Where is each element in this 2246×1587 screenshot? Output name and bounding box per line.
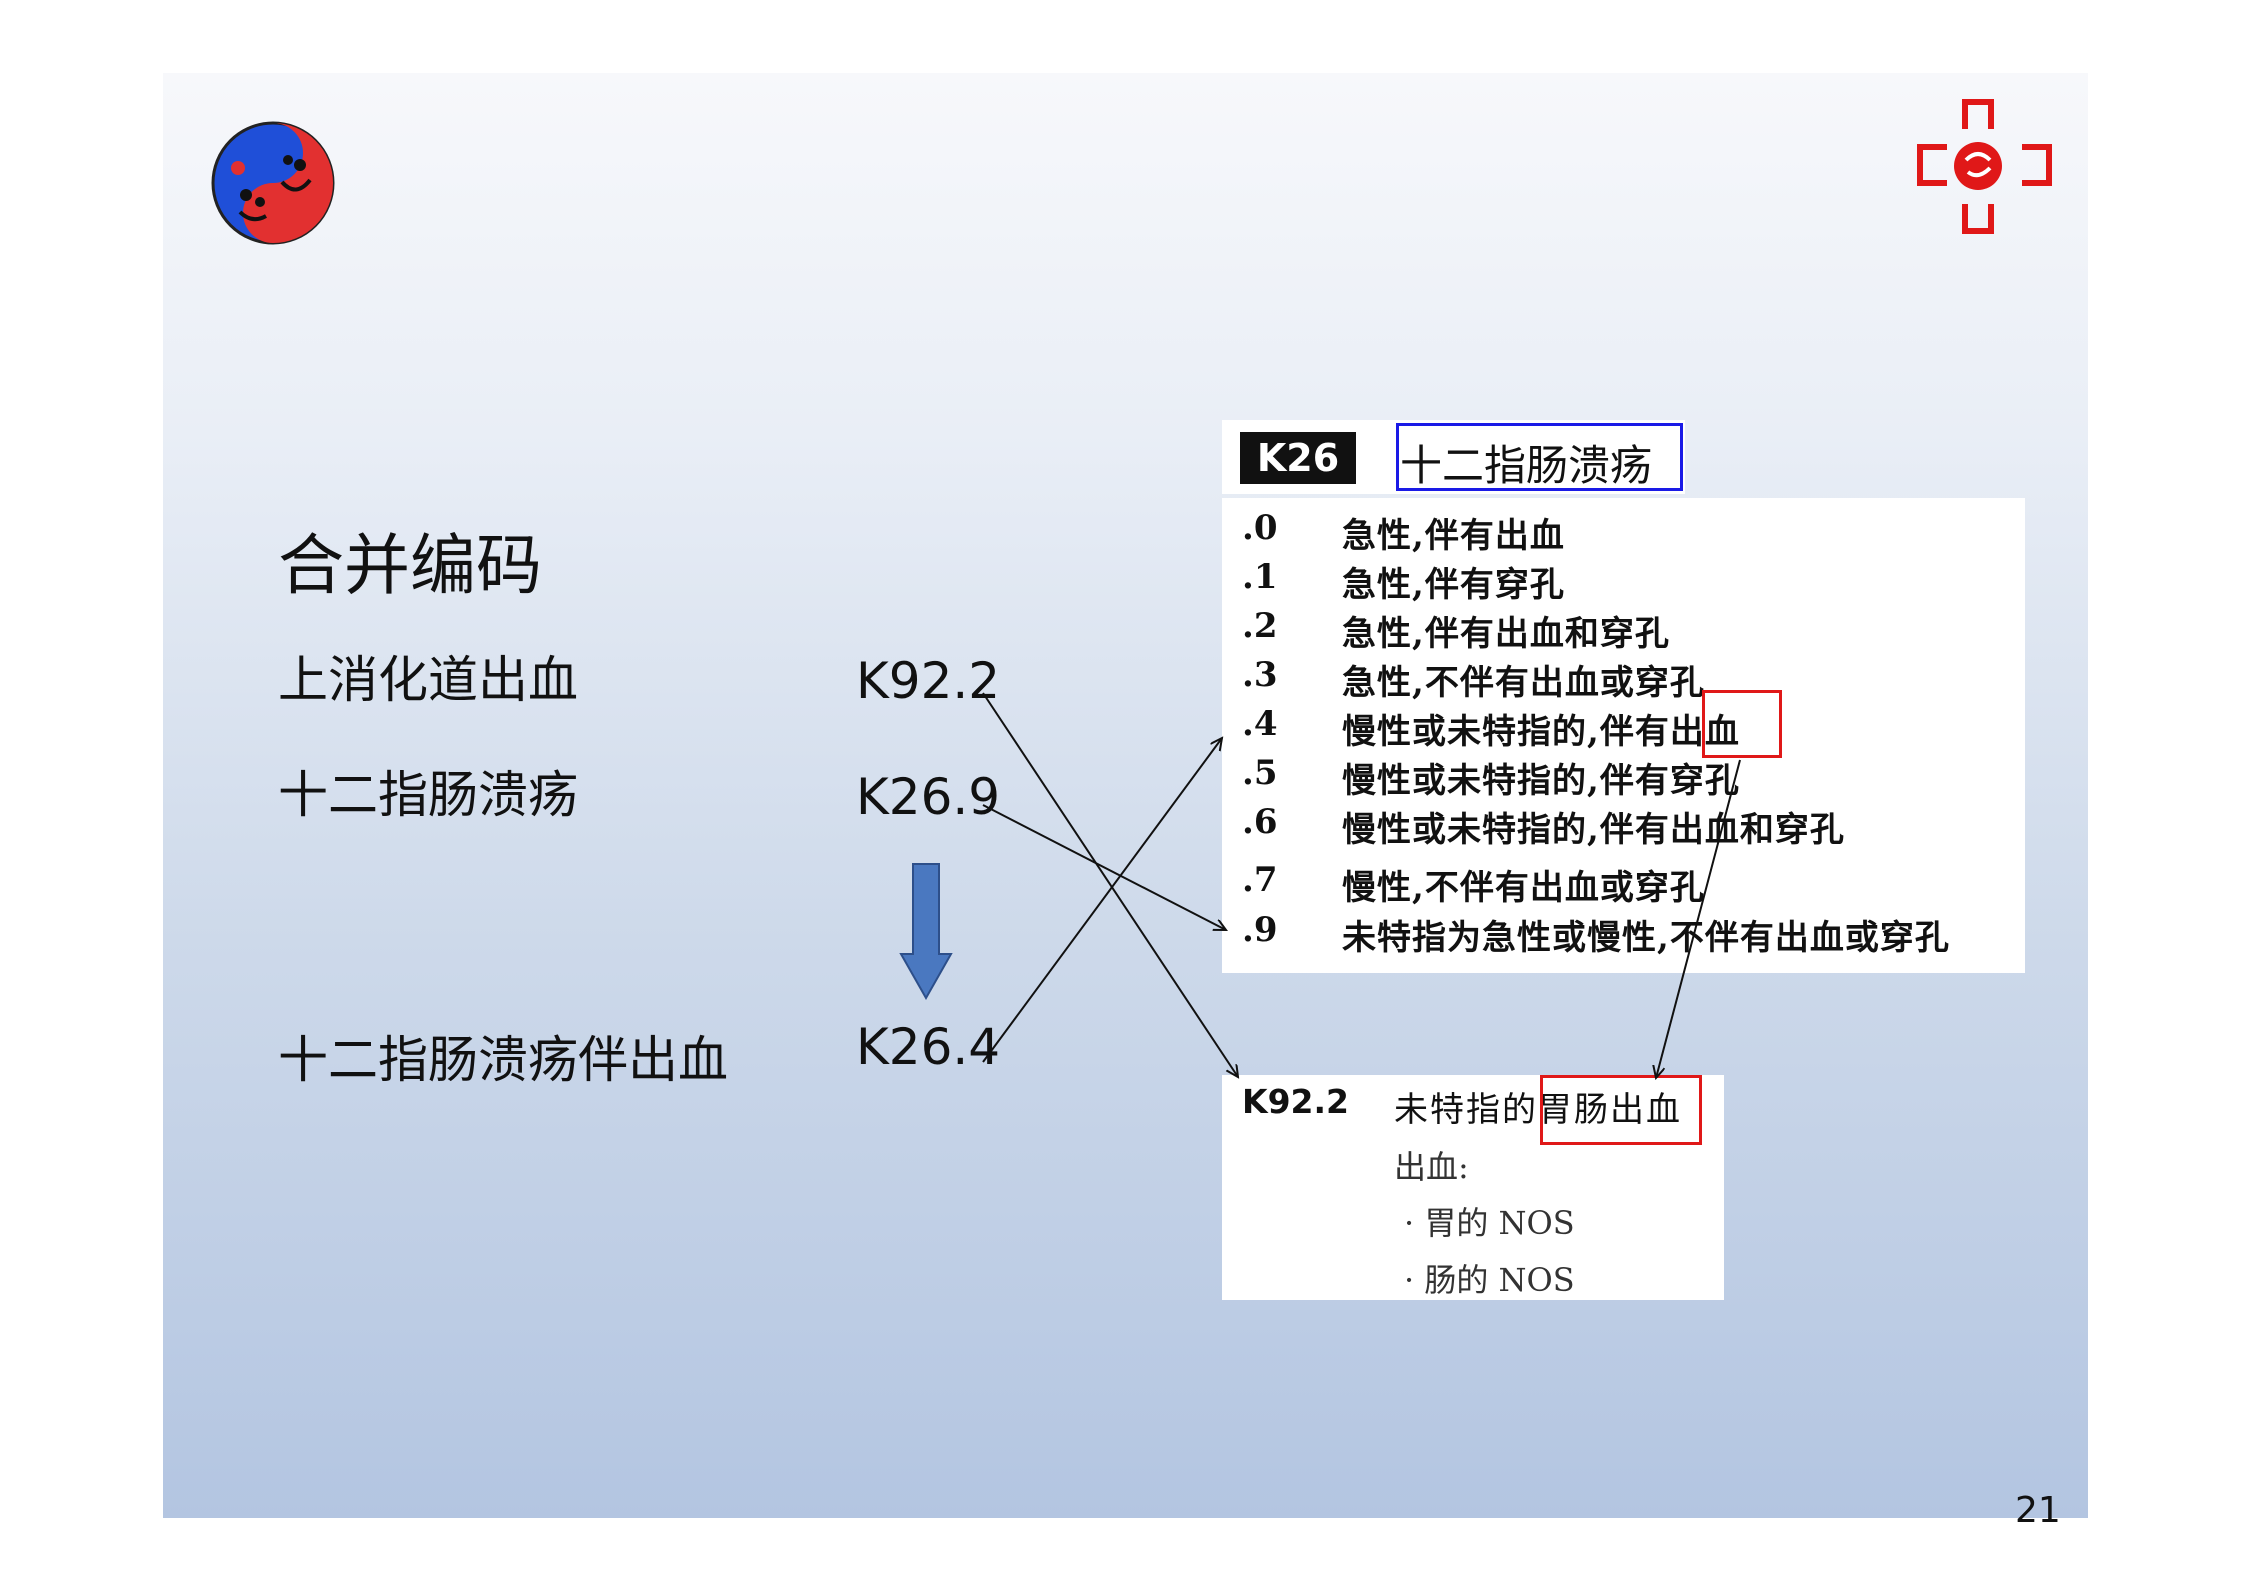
code-k26-9: K26.9 bbox=[856, 768, 1001, 826]
k26-items-panel bbox=[1222, 498, 2025, 973]
k92-subitem: · 胃的 NOS bbox=[1404, 1204, 1575, 1242]
k92-subheading: 出血: bbox=[1394, 1148, 1469, 1186]
k26-item-text: 慢性或未特指的,伴有出血和穿孔 bbox=[1342, 810, 1845, 850]
k26-item-num: .9 bbox=[1242, 910, 1278, 950]
k26-item-text: 急性,伴有出血 bbox=[1342, 516, 1565, 556]
k26-title: 十二指肠溃疡 bbox=[1400, 441, 1653, 490]
k26-item-text: 慢性,不伴有出血或穿孔 bbox=[1342, 868, 1705, 908]
k92-panel bbox=[1222, 1075, 1724, 1300]
label-duodenal-ulcer: 十二指肠溃疡 bbox=[278, 766, 578, 824]
k26-item-num: .7 bbox=[1242, 860, 1278, 900]
k26-item-num: .5 bbox=[1242, 753, 1278, 793]
red-cross-hospital-logo bbox=[1917, 99, 2052, 234]
k26-item-num: .6 bbox=[1242, 802, 1278, 842]
k26-item-num: .2 bbox=[1242, 606, 1278, 646]
label-duodenal-ulcer-bleeding: 十二指肠溃疡伴出血 bbox=[278, 1031, 728, 1089]
k26-item-num: .1 bbox=[1242, 557, 1278, 597]
k26-item-text: 急性,伴有出血和穿孔 bbox=[1342, 614, 1670, 654]
k26-item-text: 慢性或未特指的,伴有穿孔 bbox=[1342, 761, 1740, 801]
k26-item-text: 急性,不伴有出血或穿孔 bbox=[1342, 663, 1705, 703]
k26-item-num: .0 bbox=[1242, 508, 1278, 548]
yin-yang-face-logo bbox=[211, 121, 335, 245]
k26-item-text: 未特指为急性或慢性,不伴有出血或穿孔 bbox=[1342, 918, 1950, 958]
k26-item-text: 慢性或未特指的,伴有出血 bbox=[1342, 712, 1740, 752]
k92-title: 未特指的胃肠出血 bbox=[1394, 1090, 1682, 1130]
k26-item-num: .4 bbox=[1242, 704, 1278, 744]
k26-item-num: .3 bbox=[1242, 655, 1278, 695]
slide-title: 合并编码 bbox=[278, 527, 542, 604]
k26-title-highlight bbox=[1396, 423, 1683, 491]
code-k26-4: K26.4 bbox=[856, 1018, 1001, 1076]
bleeding-highlight-box bbox=[1702, 690, 1782, 758]
k26-item-text: 急性,伴有穿孔 bbox=[1342, 565, 1565, 605]
code-k92-2: K92.2 bbox=[856, 652, 1001, 710]
k26-code-badge: K26 bbox=[1240, 432, 1356, 484]
k92-subitem: · 肠的 NOS bbox=[1404, 1261, 1575, 1299]
label-upper-gi-bleeding: 上消化道出血 bbox=[278, 651, 578, 709]
page-number: 21 bbox=[2015, 1490, 2061, 1531]
down-arrow-icon bbox=[899, 863, 953, 1000]
gi-bleeding-highlight-box bbox=[1540, 1075, 1702, 1145]
k92-code: K92.2 bbox=[1242, 1082, 1349, 1121]
